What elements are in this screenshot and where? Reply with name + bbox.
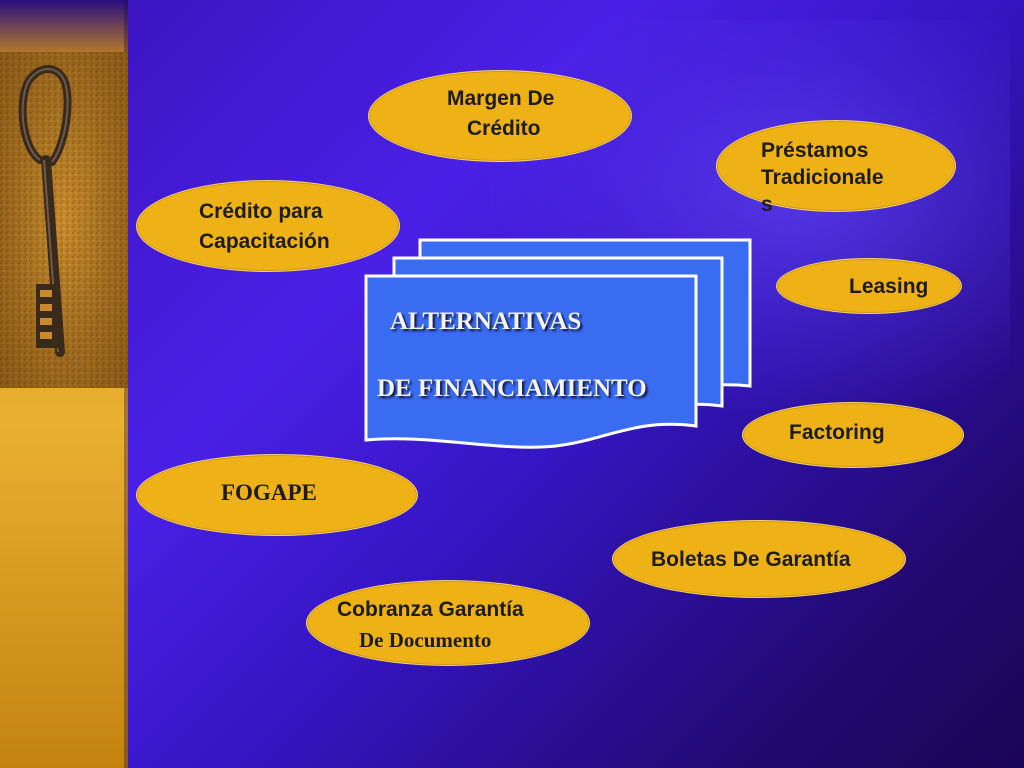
oval-margen-line2: Crédito [467,117,541,140]
oval-cobranza-garantia: Cobranza Garantía De Documento [306,580,590,666]
oval-credito-capacitacion: Crédito para Capacitación [136,180,400,272]
oval-capacitacion-line1: Crédito para [199,200,323,223]
antique-key-icon [0,52,128,388]
oval-boletas-label: Boletas De Garantía [651,548,851,571]
oval-fogape: FOGAPE [136,454,418,536]
oval-prestamos-tradicionales: Préstamos Tradicionale s [716,120,956,216]
oval-capacitacion-line2: Capacitación [199,230,330,253]
oval-leasing: Leasing [776,258,962,314]
oval-prestamos-line3: s [761,193,773,216]
oval-factoring-label: Factoring [789,421,885,444]
oval-leasing-label: Leasing [849,275,929,298]
center-title-line1: ALTERNATIVAS [390,308,582,335]
oval-prestamos-line2: Tradicionale [761,166,884,189]
oval-margen-de-credito: Margen De Crédito [368,70,632,162]
oval-fogape-label: FOGAPE [221,480,317,505]
oval-boletas-de-garantia: Boletas De Garantía [612,520,906,598]
oval-factoring: Factoring [742,402,964,468]
oval-margen-line1: Margen De [447,87,555,110]
center-title-line2: DE FINANCIAMIENTO [377,375,647,402]
document-stack-icon [364,238,752,449]
oval-prestamos-line1: Préstamos [761,139,869,162]
oval-cobranza-line2: De Documento [359,628,492,652]
oval-cobranza-line1: Cobranza Garantía [337,598,524,621]
